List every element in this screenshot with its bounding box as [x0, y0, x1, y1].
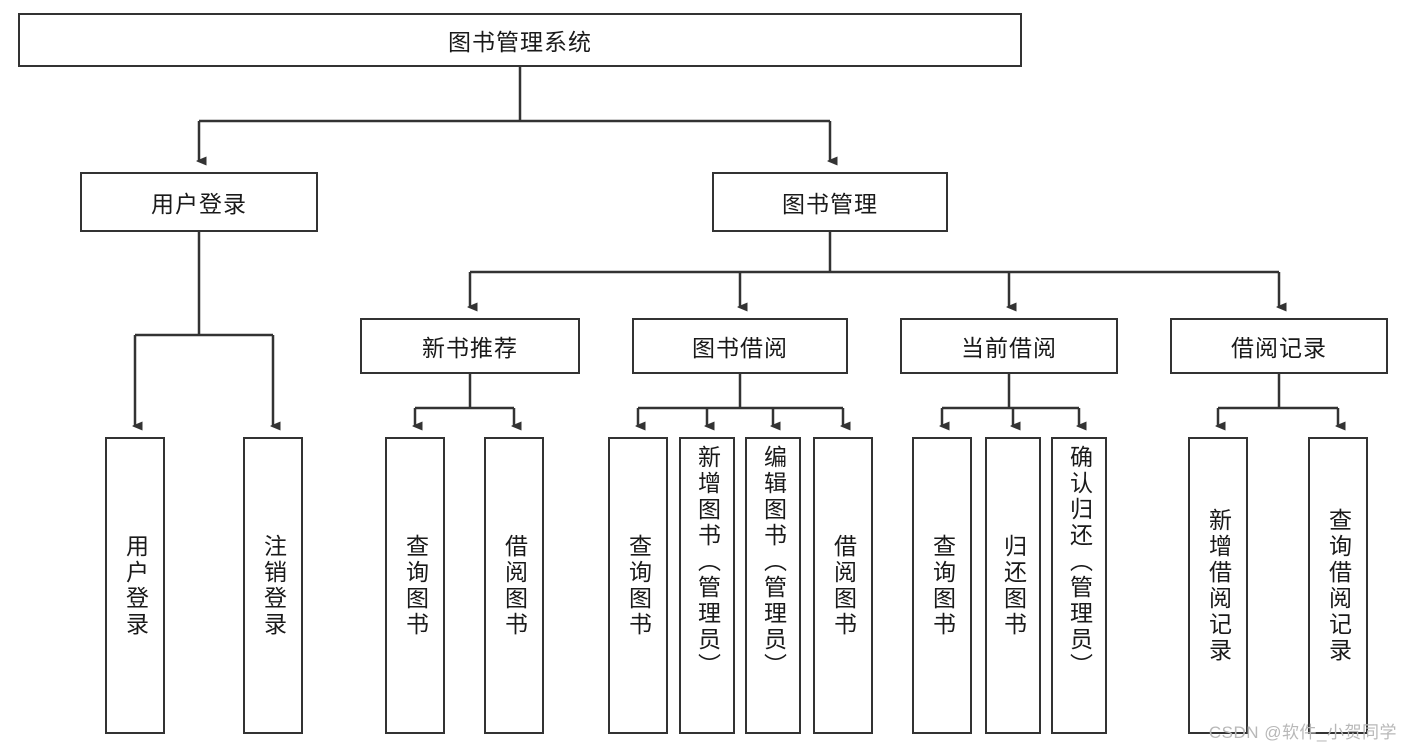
node-leaf-add-book[interactable]: 新增图书（管理员） [679, 437, 735, 734]
node-user-login[interactable]: 用户登录 [80, 172, 318, 232]
node-leaf-borrow-book-1-label: 借阅图书 [501, 533, 528, 638]
node-root-system[interactable]: 图书管理系统 [18, 13, 1022, 67]
node-leaf-query-book-2-label: 查询图书 [625, 533, 652, 638]
node-leaf-return-book-label: 归还图书 [1000, 533, 1027, 638]
node-new-book-recommend-label: 新书推荐 [422, 335, 518, 361]
node-borrow-record[interactable]: 借阅记录 [1170, 318, 1388, 374]
node-new-book-recommend[interactable]: 新书推荐 [360, 318, 580, 374]
connector-lines [135, 67, 1338, 426]
node-book-borrow[interactable]: 图书借阅 [632, 318, 848, 374]
node-leaf-query-book-2[interactable]: 查询图书 [608, 437, 668, 734]
node-leaf-logout[interactable]: 注销登录 [243, 437, 303, 734]
node-leaf-query-book-1-label: 查询图书 [402, 533, 429, 638]
node-leaf-borrow-book-2-label: 借阅图书 [830, 533, 857, 638]
node-leaf-user-login-label: 用户登录 [122, 533, 149, 638]
node-book-manage-label: 图书管理 [782, 191, 878, 217]
node-leaf-logout-label: 注销登录 [260, 533, 287, 638]
node-book-borrow-label: 图书借阅 [692, 335, 788, 361]
node-leaf-query-record-label: 查询借阅记录 [1325, 507, 1352, 664]
node-current-borrow[interactable]: 当前借阅 [900, 318, 1118, 374]
node-leaf-add-record[interactable]: 新增借阅记录 [1188, 437, 1248, 734]
node-book-manage[interactable]: 图书管理 [712, 172, 948, 232]
node-current-borrow-label: 当前借阅 [961, 335, 1057, 361]
node-leaf-confirm-return[interactable]: 确认归还（管理员） [1051, 437, 1107, 734]
node-leaf-add-record-label: 新增借阅记录 [1205, 507, 1232, 664]
node-leaf-query-book-3-label: 查询图书 [929, 533, 956, 638]
node-leaf-user-login[interactable]: 用户登录 [105, 437, 165, 734]
node-user-login-label: 用户登录 [151, 191, 247, 217]
node-root-label: 图书管理系统 [448, 29, 592, 55]
node-leaf-query-book-1[interactable]: 查询图书 [385, 437, 445, 734]
node-leaf-borrow-book-2[interactable]: 借阅图书 [813, 437, 873, 734]
node-leaf-edit-book-label: 编辑图书（管理员） [760, 445, 787, 679]
node-leaf-edit-book[interactable]: 编辑图书（管理员） [745, 437, 801, 734]
node-leaf-query-book-3[interactable]: 查询图书 [912, 437, 972, 734]
node-leaf-return-book[interactable]: 归还图书 [985, 437, 1041, 734]
node-leaf-add-book-label: 新增图书（管理员） [694, 445, 721, 679]
node-borrow-record-label: 借阅记录 [1231, 335, 1327, 361]
node-leaf-borrow-book-1[interactable]: 借阅图书 [484, 437, 544, 734]
node-leaf-query-record[interactable]: 查询借阅记录 [1308, 437, 1368, 734]
node-leaf-confirm-return-label: 确认归还（管理员） [1066, 445, 1093, 679]
